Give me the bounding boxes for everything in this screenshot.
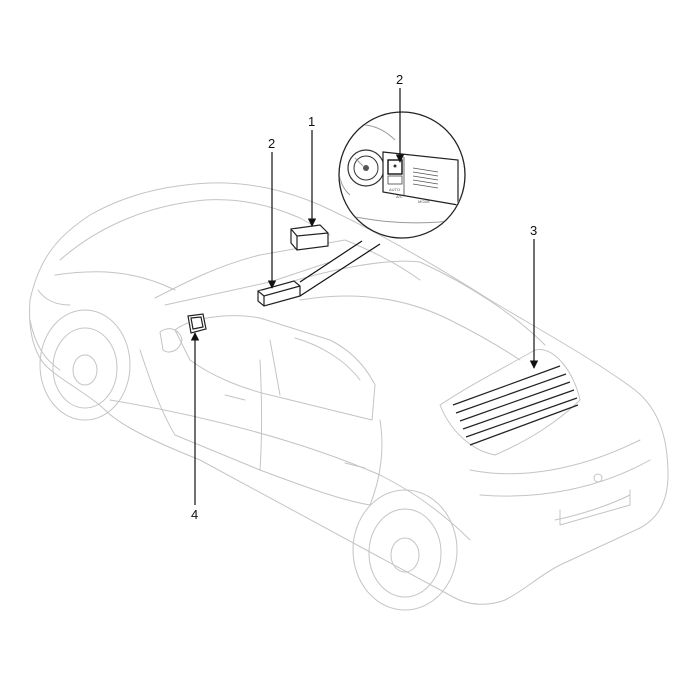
callout-1: 1 xyxy=(308,114,315,129)
detail-button-b: A/C xyxy=(396,194,403,199)
part-1-module xyxy=(290,224,329,251)
front-wheel xyxy=(39,309,131,421)
part-2-control-panel xyxy=(257,280,301,307)
part-4-sensor xyxy=(187,313,207,334)
callout-3: 3 xyxy=(530,223,537,238)
leader-lines xyxy=(190,88,539,505)
detail-magnifier: AUTO A/C MODE xyxy=(338,111,466,239)
detail-button-c: MODE xyxy=(418,199,430,204)
callout-labels: 1 2 2 3 4 xyxy=(191,72,537,522)
detail-button-a: AUTO xyxy=(389,187,400,192)
detail-connector xyxy=(299,240,381,297)
callout-2-main: 2 xyxy=(268,136,275,151)
rear-defroster-grid xyxy=(452,365,579,446)
callout-4: 4 xyxy=(191,507,198,522)
rear-wheel xyxy=(352,489,458,611)
car-outline xyxy=(29,182,669,605)
callout-2-detail: 2 xyxy=(396,72,403,87)
